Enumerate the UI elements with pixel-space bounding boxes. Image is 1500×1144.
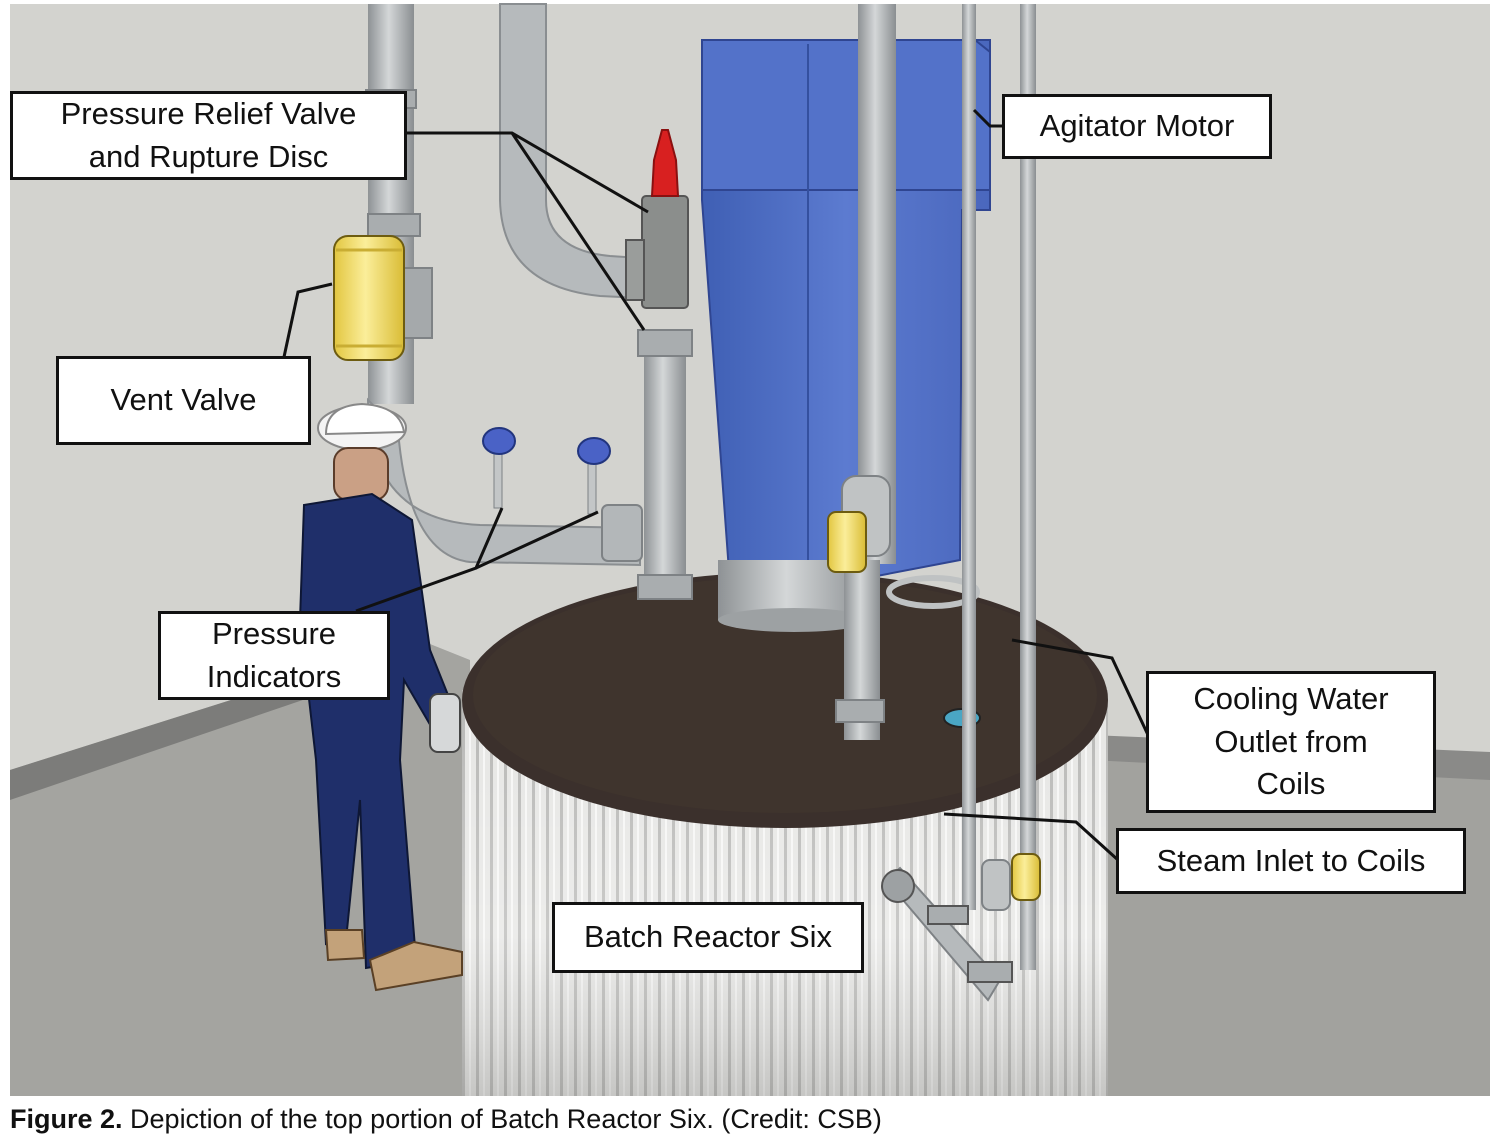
motor-base-rim: [718, 608, 870, 632]
steam-inlet-pipe: [1020, 4, 1036, 970]
figure-label: Figure 2.: [10, 1104, 123, 1134]
centre-nozzle-flange: [835, 699, 885, 723]
label-batch-reactor: Batch Reactor Six: [552, 902, 864, 973]
label-cooling-water-line2: Outlet from: [1214, 723, 1368, 759]
leader-cooling-water: [1011, 638, 1150, 736]
centre-nozzle-pipe: [827, 4, 896, 740]
coil-pipes: [881, 4, 1041, 1002]
relief-valve-body: [641, 195, 689, 309]
hard-hat-dome: [324, 402, 406, 436]
centre-valve-actuator: [827, 511, 867, 573]
vent-piping: [365, 3, 693, 600]
pressure-indicator-gauges: [482, 427, 611, 515]
coil-bottom-flange: [967, 961, 1013, 983]
leader-lines: [282, 108, 1150, 862]
label-pressure-indicators: Pressure Indicators: [158, 611, 390, 700]
vent-flange-mid: [367, 213, 421, 237]
rupture-disc-cap: [650, 129, 680, 197]
figure-caption-text: Depiction of the top portion of Batch Re…: [122, 1104, 882, 1134]
label-vent-valve: Vent Valve: [56, 356, 311, 445]
coil-header-flange: [881, 869, 915, 903]
leader-relief-to-valve: [406, 131, 649, 214]
vent-valve: [333, 235, 405, 361]
manway-ring: [886, 575, 980, 609]
label-cooling-water-line3: Coils: [1256, 766, 1326, 802]
vent-valve-actuator: [333, 235, 405, 361]
leader-steam-inlet: [943, 812, 1120, 862]
gauge-stem-1: [493, 449, 503, 509]
reactor-vessel: [462, 572, 1108, 1096]
label-pressure-relief-line1: Pressure Relief Valve: [60, 95, 357, 131]
boot-right: [368, 940, 463, 992]
label-pressure-indicators-line1: Pressure: [211, 615, 337, 651]
leader-indicator-2: [475, 510, 599, 570]
motor-top-box: [701, 39, 991, 191]
tee-flange: [601, 504, 643, 562]
vent-valve-body: [401, 267, 433, 339]
coil-elbow-flange: [927, 905, 969, 925]
glove: [429, 693, 461, 753]
boot-left: [324, 929, 366, 962]
steam-valve-actuator: [1011, 853, 1041, 901]
label-agitator-motor: Agitator Motor: [1002, 94, 1272, 159]
relief-valve-outlet: [625, 239, 645, 301]
operator-head: [333, 447, 389, 501]
label-steam-inlet: Steam Inlet to Coils: [1116, 828, 1466, 894]
pressure-relief-valve: [625, 129, 689, 309]
label-pressure-relief-valve: Pressure Relief Valve and Rupture Disc: [10, 91, 407, 180]
riser-top-flange: [637, 329, 693, 357]
label-vent-valve-text: Vent Valve: [110, 382, 257, 418]
relief-riser-pipe: [644, 340, 686, 600]
gauge-head-1: [482, 427, 516, 455]
leader-agitator-motor: [972, 108, 1003, 128]
leader-relief-to-disc: [510, 132, 646, 331]
leader-vent-valve: [282, 282, 333, 358]
relief-discharge-pipe: [499, 3, 641, 300]
gauge-head-2: [577, 437, 611, 465]
cooling-outlet-pipe: [962, 4, 976, 910]
centre-pipe-upper: [858, 4, 896, 564]
label-batch-reactor-text: Batch Reactor Six: [583, 919, 833, 955]
reactor-top-highlight: [473, 577, 1097, 813]
figure-caption: Figure 2. Depiction of the top portion o…: [10, 1104, 1490, 1142]
label-cooling-water-outlet: Cooling Water Outlet from Coils: [1146, 671, 1436, 813]
label-cooling-water-line1: Cooling Water: [1193, 680, 1389, 716]
riser-base-flange: [637, 574, 693, 600]
label-agitator-motor-text: Agitator Motor: [1039, 108, 1235, 144]
gauge-stem-2: [587, 457, 597, 515]
label-pressure-indicators-line2: Indicators: [206, 658, 342, 694]
label-pressure-relief-line2: and Rupture Disc: [88, 138, 329, 174]
label-steam-inlet-text: Steam Inlet to Coils: [1156, 842, 1426, 878]
steam-valve-body: [981, 859, 1011, 911]
